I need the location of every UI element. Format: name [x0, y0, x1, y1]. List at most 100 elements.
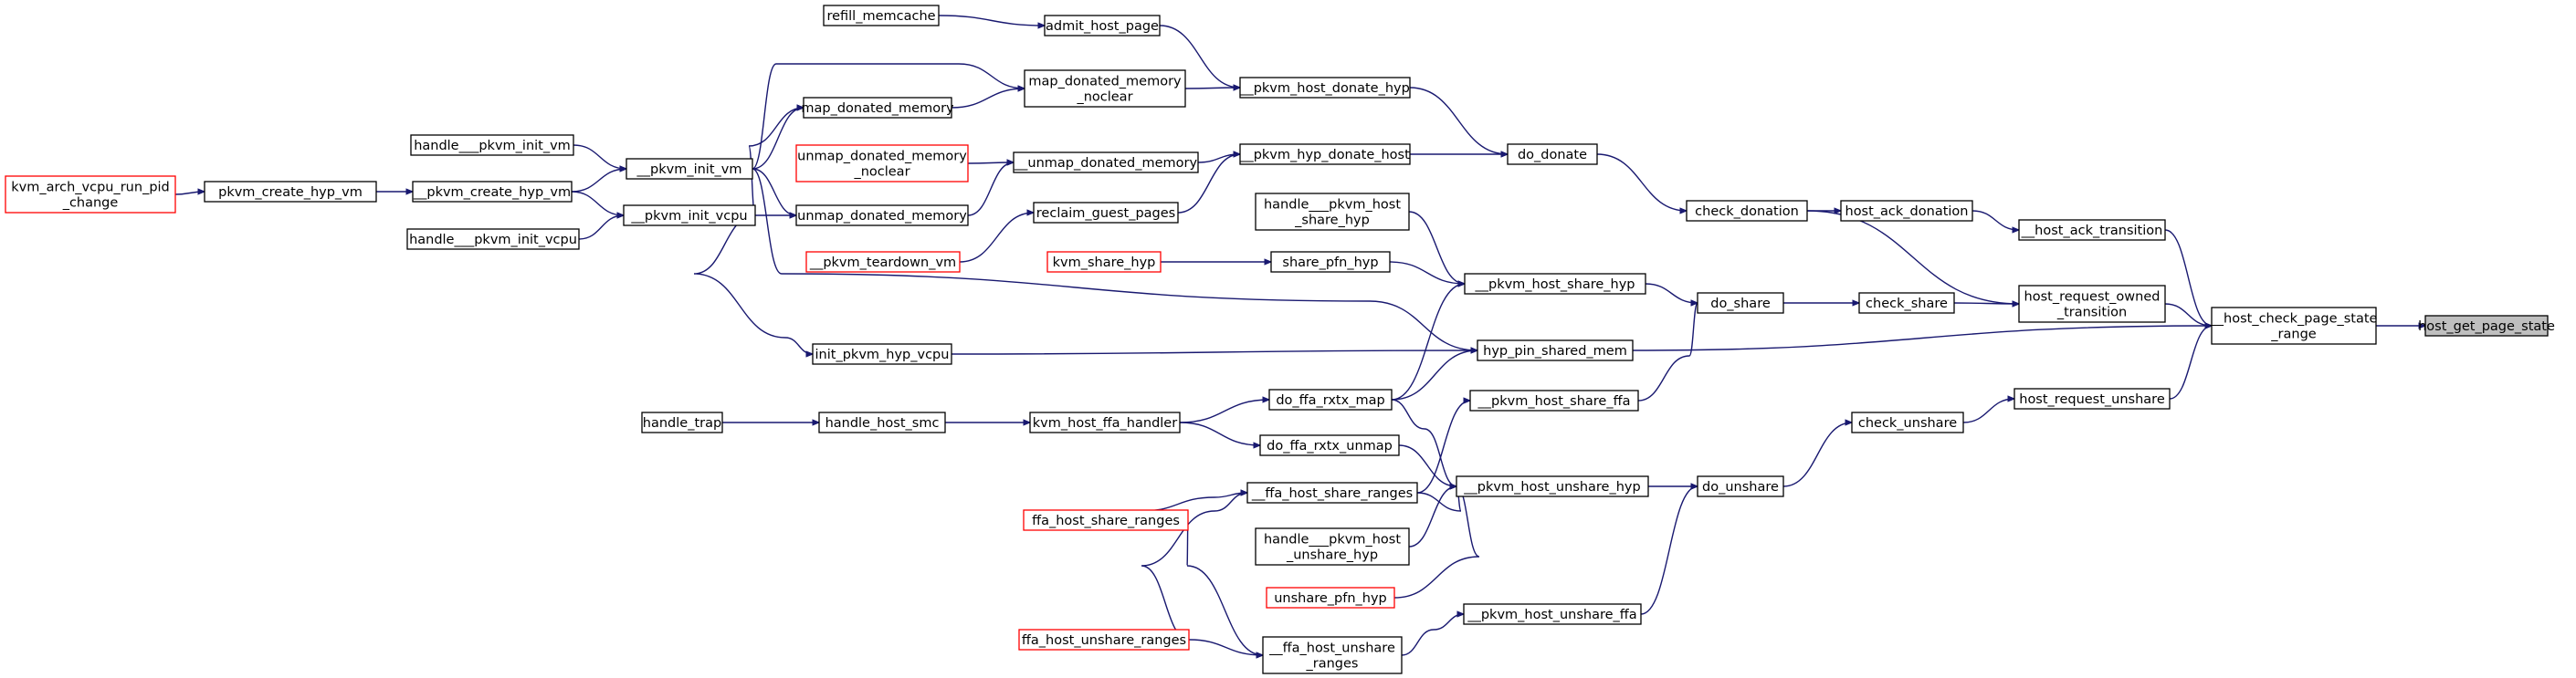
node-host-ack-donation[interactable]: host_ack_donation [1840, 200, 1973, 222]
node-pkvm-host-unshare-ffa[interactable]: __pkvm_host_unshare_ffa [1463, 603, 1642, 625]
node-box[interactable] [1266, 587, 1395, 609]
node-host-request-unshare[interactable]: host_request_unshare [2013, 388, 2171, 410]
node-hyp-pin-shared-mem[interactable]: hyp_pin_shared_mem [1477, 339, 1634, 361]
node-box[interactable] [2018, 219, 2166, 241]
node-box[interactable] [818, 412, 946, 433]
node-box[interactable] [1469, 390, 1639, 412]
node-box[interactable] [410, 134, 574, 156]
node-box[interactable] [1033, 202, 1179, 224]
node-share-pfn-hyp[interactable]: share_pfn_hyp [1270, 251, 1391, 273]
node-pkvm-hyp-donate-host[interactable]: __pkvm_hyp_donate_host [1239, 143, 1411, 165]
node-box[interactable] [795, 204, 969, 226]
node-do-share[interactable]: do_share [1697, 292, 1784, 314]
node-box[interactable] [1697, 475, 1784, 497]
node-pkvm-teardown-vm[interactable]: __pkvm_teardown_vm [805, 251, 961, 273]
node-admit-host-page[interactable]: admit_host_page [1044, 15, 1161, 37]
node-box[interactable] [626, 158, 753, 180]
node-map-donated-memory[interactable]: map_donated_memory [801, 97, 954, 119]
node-pkvm-init-vcpu[interactable]: __pkvm_init_vcpu [623, 204, 756, 226]
node-box[interactable] [1239, 77, 1411, 99]
node-box[interactable] [1697, 292, 1784, 314]
node-ffa-host-unshare-ranges[interactable]: __ffa_host_unshare_ranges [1262, 636, 1403, 674]
node-init-pkvm-hyp-vcpu[interactable]: init_pkvm_hyp_vcpu [812, 343, 952, 365]
node-do-ffa-rxtx-map[interactable]: do_ffa_rxtx_map [1268, 389, 1393, 411]
node-check-donation[interactable]: check_donation [1686, 200, 1808, 222]
node-box[interactable] [1507, 143, 1598, 165]
node-handle-trap[interactable]: handle_trap [641, 412, 723, 433]
node-box[interactable] [1044, 15, 1161, 37]
node-reclaim-guest-pages[interactable]: reclaim_guest_pages [1033, 202, 1179, 224]
node-box[interactable] [623, 204, 756, 226]
node-box[interactable] [1018, 629, 1190, 651]
node-box[interactable] [1477, 339, 1634, 361]
node-box[interactable] [1851, 412, 1964, 433]
node-handle-pkvm-init-vcpu[interactable]: handle___pkvm_init_vcpu [406, 228, 580, 250]
node-box[interactable] [2018, 285, 2166, 323]
node-unmap-donated-memory-noclear[interactable]: unmap_donated_memory_noclear [795, 144, 969, 183]
node-handle-host-smc[interactable]: handle_host_smc [818, 412, 946, 433]
node-box[interactable] [795, 144, 969, 183]
node-unmap-donated-memory[interactable]: __unmap_donated_memory [1013, 151, 1199, 173]
node-do-donate[interactable]: do_donate [1507, 143, 1598, 165]
node-box[interactable] [805, 251, 961, 273]
node-refill-memcache[interactable]: refill_memcache [823, 5, 940, 26]
node-kvm-host-ffa-handler[interactable]: kvm_host_ffa_handler [1029, 412, 1181, 433]
node-box[interactable] [1262, 636, 1403, 674]
node-pkvm-host-unshare-hyp[interactable]: __pkvm_host_unshare_hyp [1456, 475, 1649, 497]
node-check-share[interactable]: check_share [1858, 292, 1955, 314]
node-box[interactable] [1268, 389, 1393, 411]
node-box[interactable] [1858, 292, 1955, 314]
node-box[interactable] [1046, 251, 1162, 273]
node-host-ack-transition[interactable]: __host_ack_transition [2018, 219, 2166, 241]
node-unmap-donated-memory[interactable]: unmap_donated_memory [795, 204, 969, 226]
node-ffa-host-share-ranges[interactable]: __ffa_host_share_ranges [1246, 482, 1418, 504]
node-box[interactable] [641, 412, 723, 433]
node-box[interactable] [204, 181, 377, 203]
node-map-donated-memory-noclear[interactable]: map_donated_memory_noclear [1024, 69, 1186, 108]
node-handle-pkvm-host-unshare-hyp[interactable]: handle___pkvm_host_unshare_hyp [1255, 527, 1410, 566]
node-box[interactable] [1270, 251, 1391, 273]
node-kvm-share-hyp[interactable]: kvm_share_hyp [1046, 251, 1162, 273]
node-box[interactable] [1456, 475, 1649, 497]
node-box[interactable] [2211, 307, 2377, 345]
node-pkvm-host-donate-hyp[interactable]: __pkvm_host_donate_hyp [1239, 77, 1411, 99]
node-box[interactable] [1023, 509, 1189, 531]
node-kvm-arch-vcpu-run-pid-change[interactable]: kvm_arch_vcpu_run_pid_change [5, 175, 176, 214]
node-box[interactable] [1013, 151, 1199, 173]
node-handle-pkvm-host-share-hyp[interactable]: handle___pkvm_host_share_hyp [1255, 193, 1410, 231]
node-box[interactable] [812, 343, 952, 365]
node-box[interactable] [1464, 273, 1646, 295]
node-box[interactable] [1029, 412, 1181, 433]
node-box[interactable] [2013, 388, 2171, 410]
node-box[interactable] [1259, 434, 1400, 456]
node-do-ffa-rxtx-unmap[interactable]: do_ffa_rxtx_unmap [1259, 434, 1400, 456]
node-box[interactable] [823, 5, 940, 26]
node-do-unshare[interactable]: do_unshare [1697, 475, 1784, 497]
node-host-get-page-state[interactable]: host_get_page_state [2418, 315, 2555, 337]
node-box[interactable] [1840, 200, 1973, 222]
node-pkvm-create-hyp-vm[interactable]: __pkvm_create_hyp_vm [412, 181, 573, 203]
node-unshare-pfn-hyp[interactable]: unshare_pfn_hyp [1266, 587, 1395, 609]
node-ffa-host-share-ranges[interactable]: ffa_host_share_ranges [1023, 509, 1189, 531]
node-box[interactable] [1463, 603, 1642, 625]
node-ffa-host-unshare-ranges[interactable]: ffa_host_unshare_ranges [1018, 629, 1190, 651]
node-handle-pkvm-init-vm[interactable]: handle___pkvm_init_vm [410, 134, 574, 156]
node-box[interactable] [1246, 482, 1418, 504]
node-box[interactable] [412, 181, 573, 203]
node-check-unshare[interactable]: check_unshare [1851, 412, 1964, 433]
node-box[interactable] [406, 228, 580, 250]
node-box[interactable] [1686, 200, 1808, 222]
node-box[interactable] [1255, 527, 1410, 566]
node-host-check-page-state-range[interactable]: __host_check_page_state_range [2210, 307, 2378, 345]
node-host-request-owned-transition[interactable]: host_request_owned_transition [2018, 285, 2166, 323]
node-pkvm-host-share-hyp[interactable]: __pkvm_host_share_hyp [1464, 273, 1646, 295]
node-box[interactable] [5, 175, 176, 214]
node-box[interactable] [803, 97, 952, 119]
node-pkvm-init-vm[interactable]: __pkvm_init_vm [626, 158, 753, 180]
node-box[interactable] [1024, 69, 1186, 108]
node-pkvm-host-share-ffa[interactable]: __pkvm_host_share_ffa [1469, 390, 1639, 412]
node-box[interactable] [1255, 193, 1410, 231]
node-box[interactable] [2424, 315, 2549, 337]
node-box[interactable] [1239, 143, 1411, 165]
node-pkvm-create-hyp-vm[interactable]: pkvm_create_hyp_vm [204, 181, 377, 203]
